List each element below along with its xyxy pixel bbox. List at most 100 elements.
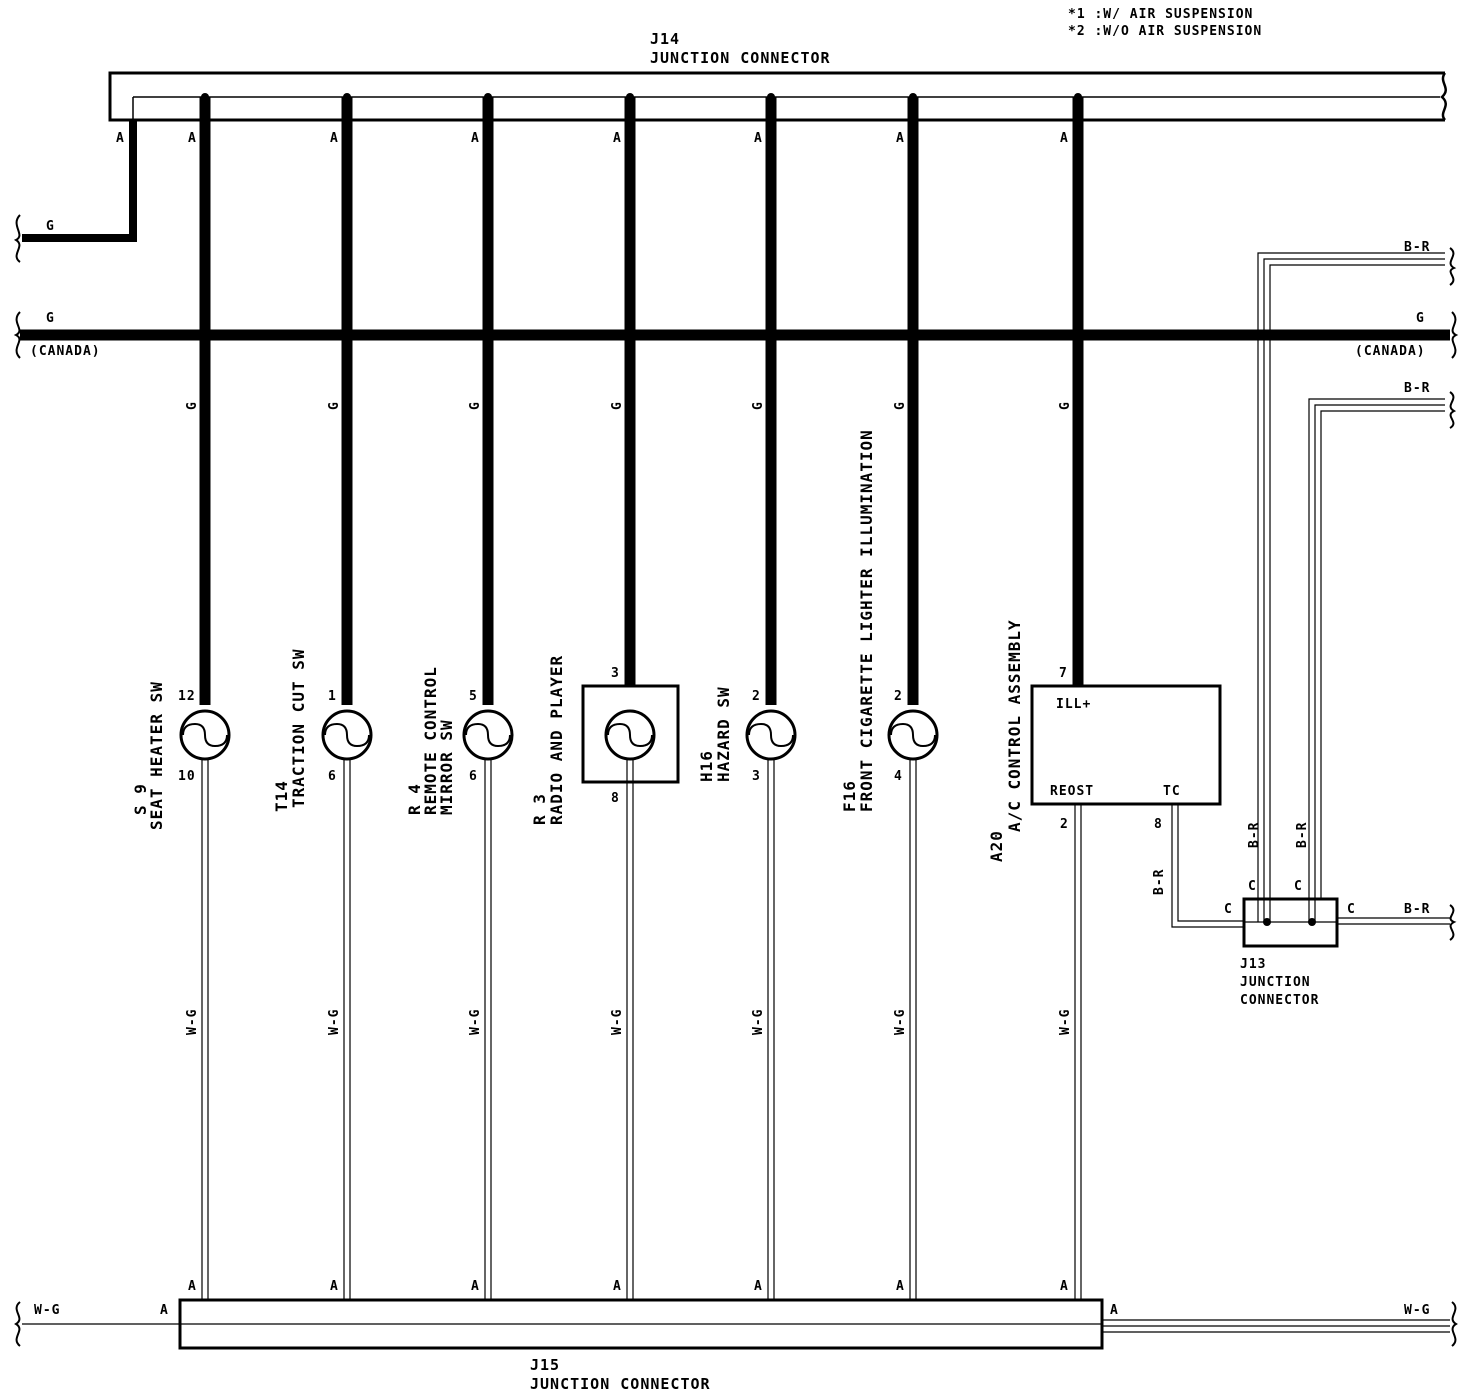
pin-a-j15-left: A	[160, 1303, 169, 1318]
pin-a20-reost: 2	[1060, 817, 1069, 832]
wire-wg-r4: W-G	[468, 1009, 483, 1035]
wire-g-h16: G	[751, 401, 766, 410]
wire-wg-s9: W-G	[185, 1009, 200, 1035]
circuit-traction-cut	[321, 93, 373, 1328]
wire-wg-h16: W-G	[751, 1009, 766, 1035]
wire-label-g-bus-right: G	[1416, 311, 1425, 326]
pin-f16-top: 2	[894, 689, 903, 704]
j13-code: J13	[1240, 957, 1266, 972]
pin-a-f16-bottom: A	[896, 1279, 905, 1294]
j14-name: JUNCTION CONNECTOR	[650, 49, 831, 67]
component-code-t14: T14	[272, 780, 291, 812]
wire-label-g-bus-left: G	[46, 311, 55, 326]
pin-a-s9-top: A	[188, 131, 197, 146]
pin-h16-top: 2	[752, 689, 761, 704]
wire-g-r4: G	[468, 401, 483, 410]
pin-h16-bottom: 3	[752, 769, 761, 784]
pin-r4-bottom: 6	[469, 769, 478, 784]
canada-label-right: (CANADA)	[1355, 344, 1426, 359]
component-name-t14: TRACTION CUT SW	[289, 649, 308, 809]
pin-r3-bottom: 8	[611, 791, 620, 806]
component-code-r3: R 3	[530, 793, 549, 825]
pin-s9-bottom: 10	[178, 769, 196, 784]
component-code-f16: F16	[840, 780, 859, 812]
note-air-suspension: *1 :W/ AIR SUSPENSION	[1068, 7, 1253, 22]
j13-junction-connector	[1242, 247, 1457, 948]
pin-a20-tc: 8	[1154, 817, 1163, 832]
j14-junction-connector	[108, 71, 1447, 122]
pin-t14-top: 1	[328, 689, 337, 704]
j13-name2: CONNECTOR	[1240, 993, 1319, 1008]
wire-g-s9: G	[185, 401, 200, 410]
pin-a-r3-top: A	[613, 131, 622, 146]
circuit-radio-player	[581, 93, 680, 1328]
component-name-h16: HAZARD SW	[714, 686, 733, 782]
j15-code: J15	[530, 1356, 560, 1374]
pin-a-r4-top: A	[471, 131, 480, 146]
pin-a-r4-bottom: A	[471, 1279, 480, 1294]
wire-g-a20: G	[1058, 401, 1073, 410]
j13-name1: JUNCTION	[1240, 975, 1311, 990]
pin-r4-top: 5	[469, 689, 478, 704]
ac-reost-label: REOST	[1050, 784, 1094, 799]
j15-junction-connector	[14, 1298, 1458, 1350]
ac-tc-label: TC	[1163, 784, 1181, 799]
pin-f16-bottom: 4	[894, 769, 903, 784]
g-bus-canada	[13, 311, 1459, 359]
circuit-cigarette-lighter	[887, 93, 939, 1328]
wire-br-j13-right: B-R	[1295, 822, 1310, 848]
canada-label-left: (CANADA)	[30, 344, 101, 359]
pin-a-a20-bottom: A	[1060, 1279, 1069, 1294]
pin-a-r3-bottom: A	[613, 1279, 622, 1294]
pin-c-j13-right: C	[1347, 902, 1356, 917]
component-name-f16: FRONT CIGARETTE LIGHTER ILLUMINATION	[857, 429, 876, 812]
pin-a-h16-top: A	[754, 131, 763, 146]
wire-wg-right: W-G	[1404, 1303, 1430, 1318]
wire-br-j13-left: B-R	[1247, 822, 1262, 848]
wire-br-top-right: B-R	[1404, 240, 1430, 255]
wire-g-t14: G	[327, 401, 342, 410]
pin-a-t14-top: A	[330, 131, 339, 146]
wire-wg-left: W-G	[34, 1303, 60, 1318]
pin-a-f16-top: A	[896, 131, 905, 146]
pin-s9-top: 12	[178, 689, 196, 704]
wire-wg-a20: W-G	[1058, 1009, 1073, 1035]
wire-wg-f16: W-G	[893, 1009, 908, 1035]
pin-a-left: A	[116, 131, 125, 146]
wire-wg-r3: W-G	[610, 1009, 625, 1035]
wire-g-r3: G	[610, 401, 625, 410]
pin-c-j13-top-right: C	[1294, 879, 1303, 894]
pin-t14-bottom: 6	[328, 769, 337, 784]
ac-ill-label: ILL+	[1056, 697, 1091, 712]
component-name-s9: SEAT HEATER SW	[147, 681, 166, 830]
pin-c-j13-top-left: C	[1248, 879, 1257, 894]
wire-g-f16: G	[893, 401, 908, 410]
component-name2-r4: MIRROR SW	[437, 719, 456, 815]
wire-br-a20-tc: B-R	[1152, 869, 1167, 895]
component-code-r4: R 4	[405, 783, 424, 815]
wire-br-mid-right: B-R	[1404, 381, 1430, 396]
wire-label-g-left: G	[46, 219, 55, 234]
pin-a-j15-right: A	[1110, 1303, 1119, 1318]
pin-r3-top: 3	[611, 666, 620, 681]
circuit-hazard	[745, 93, 797, 1328]
pin-a-h16-bottom: A	[754, 1279, 763, 1294]
pin-a-t14-bottom: A	[330, 1279, 339, 1294]
pin-c-j13-left: C	[1224, 902, 1233, 917]
pin-a-a20-top: A	[1060, 131, 1069, 146]
pin-a-s9-bottom: A	[188, 1279, 197, 1294]
g-wire-left-top	[13, 120, 137, 263]
circuit-ac-control	[1030, 93, 1245, 1328]
component-name-r3: RADIO AND PLAYER	[547, 655, 566, 825]
circuit-seat-heater	[179, 93, 231, 1328]
component-code-a20: A20	[987, 830, 1006, 862]
component-code-s9: S 9	[131, 783, 150, 815]
component-name-a20: A/C CONTROL ASSEMBLY	[1005, 619, 1024, 832]
component-code-h16: H16	[697, 750, 716, 782]
circuit-remote-mirror	[462, 93, 514, 1328]
wire-br-j13-out: B-R	[1404, 902, 1430, 917]
j15-name: JUNCTION CONNECTOR	[530, 1375, 711, 1393]
note-no-air-suspension: *2 :W/O AIR SUSPENSION	[1068, 24, 1262, 39]
pin-a20-ill: 7	[1059, 666, 1068, 681]
